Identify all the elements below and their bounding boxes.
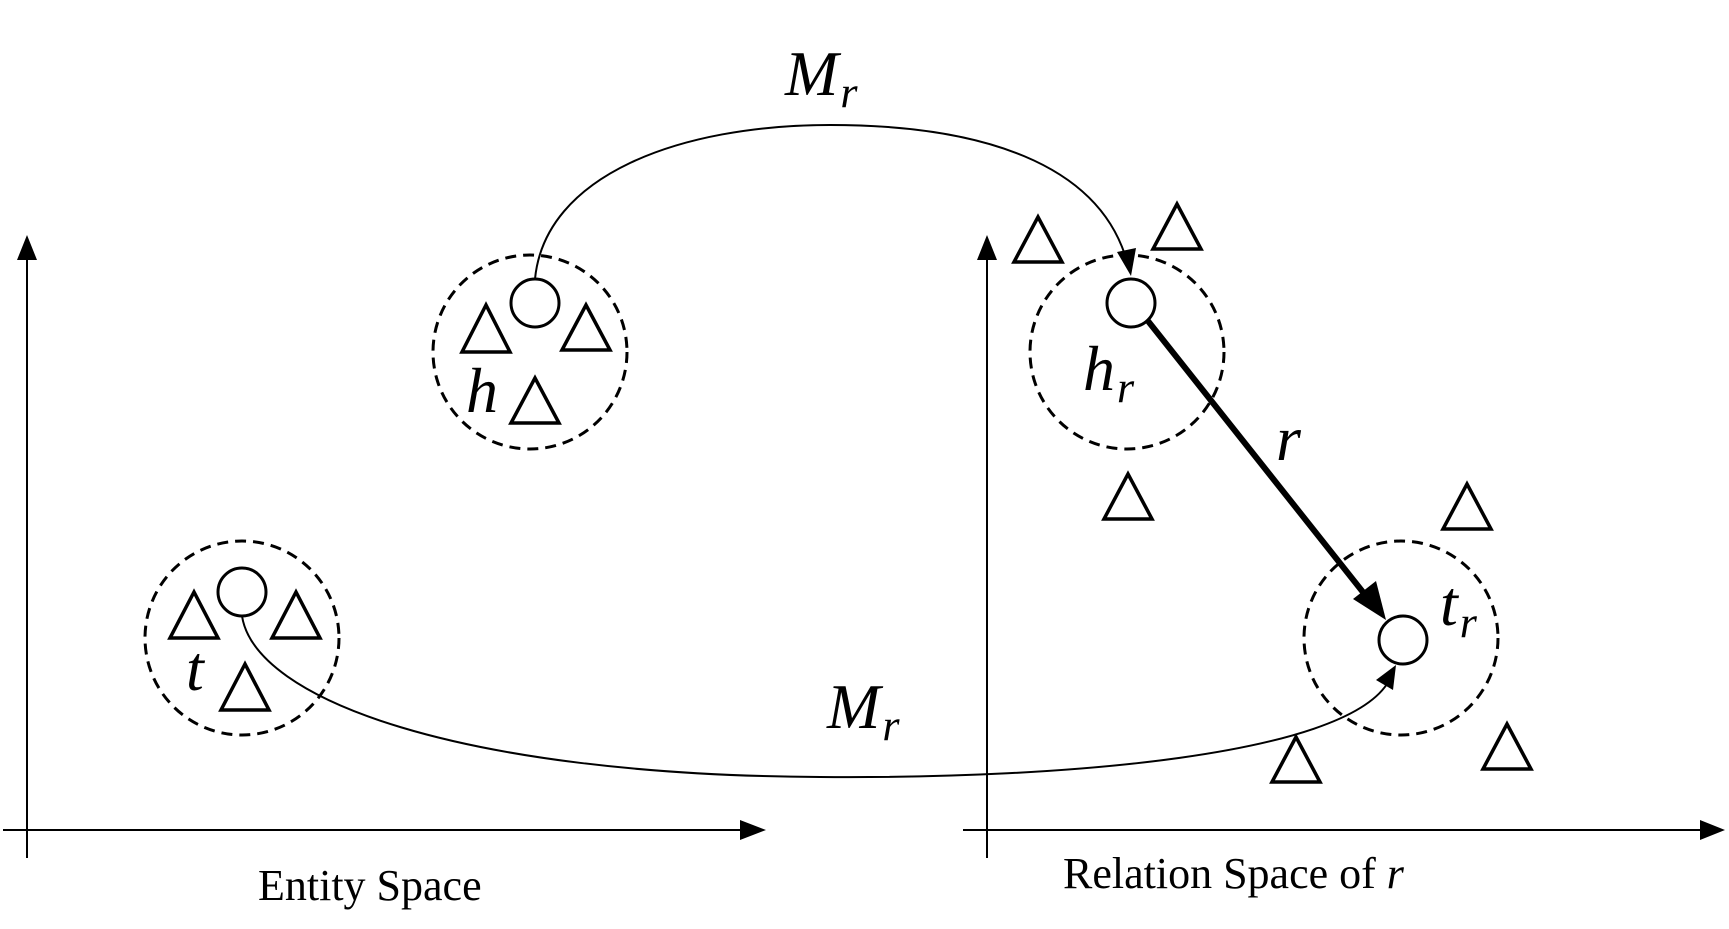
- triangle-icon: [1269, 733, 1323, 784]
- relation-tail-cluster: tr: [1269, 480, 1534, 784]
- entity-head-label: h: [466, 355, 498, 426]
- entity-tail-cluster: t: [143, 539, 341, 737]
- relation-vector: r: [1145, 319, 1386, 620]
- entity-x-axis-arrowhead: [740, 820, 766, 840]
- relation-head-label: hr: [1083, 333, 1135, 412]
- entity-head-boundary: [431, 253, 629, 451]
- triangle-icon: [559, 301, 613, 352]
- triangle-icon: [269, 588, 323, 640]
- projection-top-arrowhead: [1117, 248, 1136, 276]
- projection-top: Mr: [534, 38, 1136, 280]
- relation-tail-label: tr: [1440, 568, 1478, 647]
- relation-head-cluster: hr: [1011, 200, 1226, 521]
- entity-head-cluster: h: [431, 253, 629, 451]
- relation-vector-label: r: [1276, 403, 1302, 474]
- triangle-icon: [1480, 720, 1534, 771]
- entity-head-node: [509, 277, 561, 329]
- projection-bottom-arrowhead: [1376, 665, 1396, 690]
- entity-tail-boundary: [143, 539, 341, 737]
- relation-tail-boundary: [1302, 539, 1500, 737]
- relation-space-axes: [963, 235, 1725, 858]
- triangle-icon: [1011, 213, 1065, 264]
- projection-bottom: Mr: [241, 615, 1396, 779]
- triangle-icon: [218, 660, 272, 712]
- triangle-icon: [1440, 480, 1494, 531]
- relation-head-node: [1105, 277, 1157, 329]
- triangle-icon: [1150, 200, 1204, 251]
- relation-tail-node: [1377, 614, 1429, 666]
- triangle-icon: [167, 588, 221, 640]
- entity-space-axes: [3, 235, 766, 858]
- relation-space-caption: Relation Space of r: [1063, 849, 1405, 898]
- relation-x-axis-arrowhead: [1700, 820, 1725, 840]
- entity-y-axis-arrowhead: [17, 235, 37, 260]
- projection-bottom-label: Mr: [826, 671, 900, 750]
- triangle-icon: [1101, 470, 1155, 521]
- projection-bottom-curve: [241, 615, 1388, 779]
- triangle-icon: [508, 374, 562, 425]
- triangle-icon: [459, 301, 513, 354]
- projection-top-curve: [534, 123, 1126, 280]
- relation-vector-arrowhead: [1353, 581, 1386, 620]
- entity-space-caption: Entity Space: [258, 861, 482, 910]
- entity-tail-node: [216, 566, 268, 618]
- relation-y-axis-arrowhead: [977, 235, 997, 260]
- projection-top-label: Mr: [784, 38, 858, 117]
- entity-tail-label: t: [186, 633, 206, 704]
- relation-vector-shaft: [1145, 319, 1373, 603]
